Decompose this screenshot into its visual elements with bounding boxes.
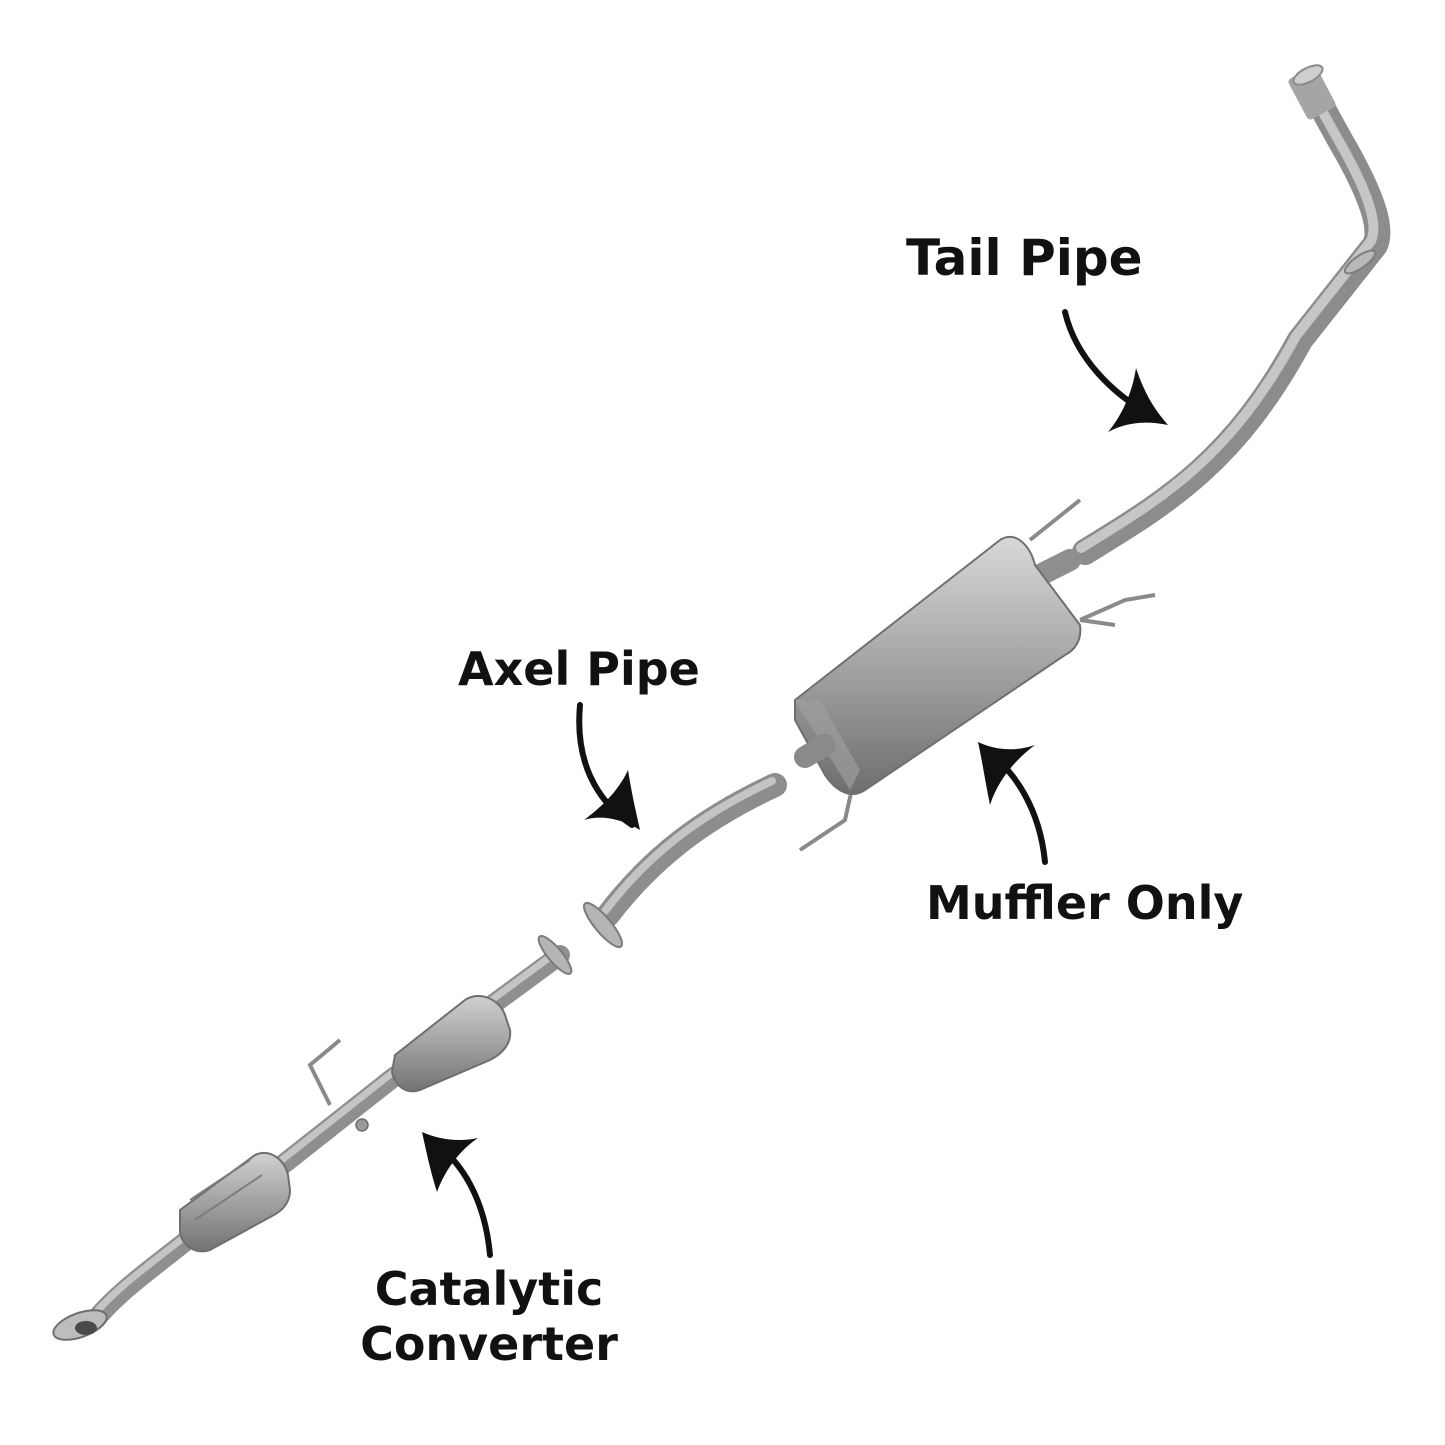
- tail-pipe-tube: [1072, 87, 1391, 565]
- catalytic-converter-label-line2: Converter: [360, 1317, 618, 1372]
- muffler-body: [794, 535, 1082, 795]
- tail-pipe-label: Tail Pipe: [906, 229, 1143, 287]
- axel-pipe-label: Axel Pipe: [458, 642, 700, 696]
- axel-pipe-flange: [582, 901, 624, 949]
- catalytic-converter-part: [52, 935, 573, 1341]
- muffler-only-arrow: [978, 742, 1048, 865]
- muffler-hanger-top: [1028, 498, 1082, 542]
- muffler-part: [794, 498, 1156, 852]
- tail-pipe-arrow: [1062, 309, 1168, 432]
- muffler-only-label: Muffler Only: [926, 876, 1244, 930]
- axel-pipe-tube: [596, 773, 787, 927]
- catalytic-converter-label: Catalytic Converter: [358, 1262, 620, 1372]
- tail-pipe-part: [1072, 64, 1391, 565]
- catalytic-converter-arrow: [422, 1132, 493, 1258]
- axel-pipe-part: [582, 773, 787, 949]
- catalytic-converter-label-line1: Catalytic: [374, 1262, 604, 1316]
- axel-pipe-arrow: [576, 702, 640, 830]
- catalytic-converter-front: [179, 1152, 292, 1253]
- catalytic-converter-rear: [390, 995, 512, 1093]
